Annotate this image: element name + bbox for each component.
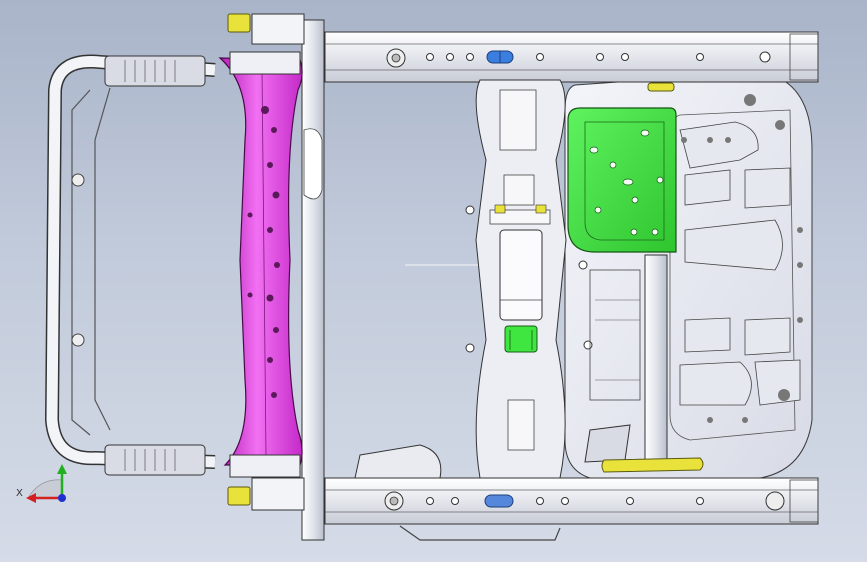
green-bracket[interactable] (567, 107, 677, 253)
backrest-frame[interactable] (45, 54, 216, 476)
top-seat-rail[interactable] (324, 31, 819, 83)
bottom-rail-blue-clip[interactable] (484, 494, 514, 508)
center-mechanism[interactable] (405, 79, 593, 479)
yellow-clips[interactable] (227, 13, 704, 506)
z-axis-dot (58, 494, 66, 502)
coordinate-triad-icon: X (16, 464, 67, 503)
inner-side-bar[interactable] (589, 254, 668, 471)
front-brackets[interactable] (229, 13, 305, 511)
yellow-lever[interactable] (601, 457, 704, 473)
magenta-cross-member[interactable] (218, 57, 303, 466)
x-axis-label: X (16, 488, 23, 499)
front-cross-tube[interactable] (301, 19, 325, 541)
yellow-clip-top[interactable] (227, 13, 251, 33)
bottom-seat-rail[interactable] (324, 477, 819, 541)
lower-bracket[interactable] (354, 424, 631, 479)
green-latch[interactable] (504, 325, 538, 353)
yellow-clip-bottom[interactable] (227, 486, 251, 506)
